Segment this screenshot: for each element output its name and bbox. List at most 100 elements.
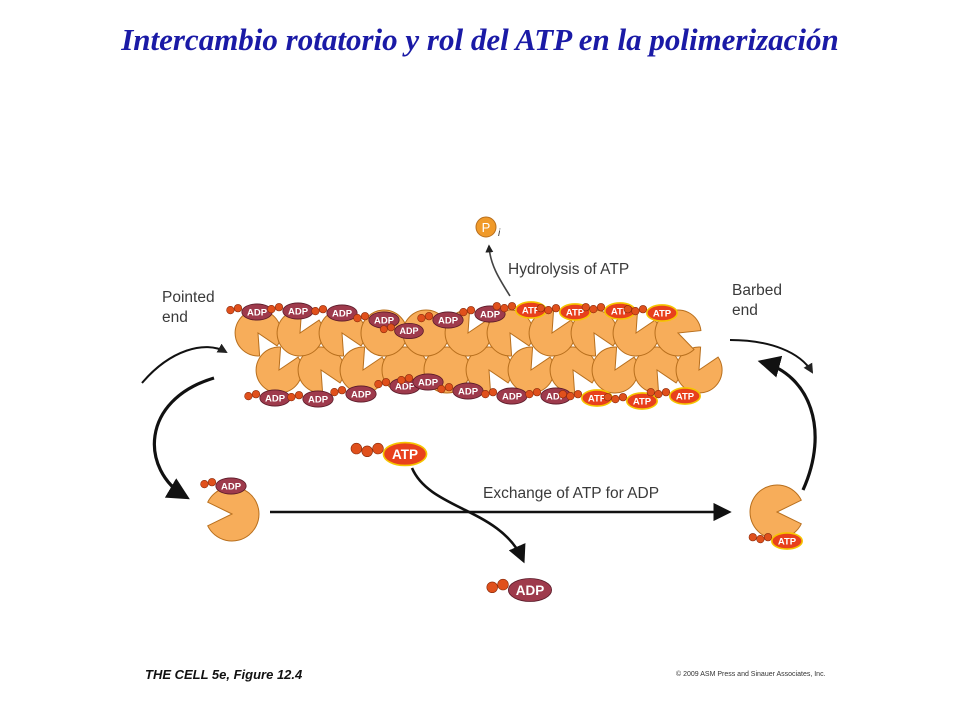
- phosphate-bead: [353, 314, 362, 323]
- atp-label: ATP: [676, 391, 695, 402]
- phosphate-bead: [361, 445, 373, 457]
- phosphate-bead: [311, 307, 320, 316]
- filament-adp-bottom: ADP: [244, 389, 291, 407]
- phosphate-bead: [481, 390, 490, 399]
- phosphate-bead: [603, 393, 612, 402]
- phosphate-bead: [756, 534, 765, 544]
- adp-label: ADP: [351, 389, 372, 400]
- phosphate-bead: [337, 386, 347, 395]
- filament-atp-top: ATP: [536, 303, 591, 321]
- phosphate-bead: [763, 533, 773, 542]
- pointed-end-label-line2: end: [162, 309, 188, 326]
- phosphate-bead: [525, 390, 534, 399]
- atp-label: ATP: [611, 306, 630, 317]
- phosphate-bead: [500, 304, 509, 313]
- atp-label: ATP: [633, 396, 652, 407]
- phosphate-bead: [466, 306, 476, 315]
- phosphate-bead: [437, 385, 446, 394]
- phosphate-bead: [566, 392, 575, 401]
- phosphate-bead: [417, 314, 426, 323]
- phosphate-bead: [274, 303, 284, 312]
- phosphate-bead: [318, 305, 328, 314]
- atp-label: ATP: [392, 447, 418, 462]
- cycle-arrows: [141, 244, 817, 564]
- hydrolysis-arrow: [485, 244, 511, 297]
- phosphate-bead: [294, 391, 304, 400]
- phosphate-bead: [748, 533, 757, 542]
- filament-adp-bottom: ADP: [287, 390, 334, 408]
- incoming-atp: ATP: [350, 441, 428, 467]
- right-loop-arrow: [757, 355, 817, 491]
- barbed-end-label-line2: end: [732, 302, 758, 319]
- adp-label: ADP: [374, 315, 395, 326]
- free-monomer-atp: [749, 484, 802, 540]
- phosphate-bead: [244, 392, 253, 401]
- filament-atp-top: ATP: [581, 302, 636, 320]
- adp-label: ADP: [288, 306, 309, 317]
- adp-label: ADP: [308, 394, 329, 405]
- filament-adp-top: ADP: [311, 304, 358, 322]
- filament-adp-bottom: ADP: [397, 373, 444, 391]
- filament-atp-top: ATP: [623, 304, 678, 322]
- atp-label: ATP: [653, 308, 672, 319]
- phosphate-bead: [251, 390, 261, 399]
- phosphate-bead: [372, 442, 384, 455]
- phosphate-bead: [387, 323, 395, 332]
- phosphate-bead: [267, 305, 276, 314]
- phosphate-bead: [459, 308, 468, 317]
- phosphate-bead: [536, 304, 545, 313]
- phosphate-bead: [233, 304, 243, 313]
- phosphate-bead: [381, 378, 391, 387]
- filament-adp-top: ADP: [379, 322, 424, 340]
- filament-atp-bottom: ATP: [558, 389, 613, 407]
- phosphate-bead: [532, 388, 542, 397]
- phosphate-bead: [488, 388, 498, 397]
- released-adp: ADP: [486, 578, 552, 602]
- phosphate-bead: [581, 303, 590, 312]
- phosphate-bead: [330, 388, 339, 397]
- atp-label: ATP: [566, 307, 585, 318]
- phosphate-bead: [200, 480, 209, 489]
- phosphate-bead: [507, 302, 517, 311]
- free-monomers: ADP ATP ATP ADP: [200, 441, 803, 602]
- adp-label: ADP: [546, 391, 567, 402]
- phosphate-bead: [374, 380, 383, 389]
- filament-adp-bottom: ADP: [437, 382, 484, 400]
- phosphate-bead: [596, 303, 606, 312]
- adp-label: ADP: [332, 308, 353, 319]
- adp-label: ADP: [438, 315, 459, 326]
- phosphate-bead: [287, 393, 296, 402]
- filament-adp-top: ADP: [353, 311, 400, 329]
- adp-label: ADP: [395, 381, 416, 392]
- filament-atp-bottom: ATP: [603, 392, 658, 410]
- adp-label: ADP: [502, 391, 523, 402]
- pi-label: P: [482, 220, 491, 235]
- free-atp-nucleotide: ATP: [748, 532, 803, 550]
- barbed-end-arrow: [729, 339, 814, 374]
- phosphate-bead: [573, 390, 583, 399]
- adp-label: ADP: [247, 307, 268, 318]
- phosphate-bead: [444, 383, 454, 392]
- phosphate-bead: [646, 388, 655, 397]
- barbed-end-label-line1: Barbed: [732, 282, 782, 299]
- free-adp-nucleotide: ADP: [200, 477, 247, 495]
- phosphate-bead: [486, 581, 498, 593]
- adp-label: ADP: [221, 481, 242, 492]
- pointed-end-release-arrow: [141, 343, 228, 384]
- phosphate-bead: [551, 304, 561, 313]
- phosphate-bead: [558, 390, 567, 399]
- phosphate-bead: [654, 390, 663, 399]
- adp-label: ADP: [480, 309, 501, 320]
- adp-label: ADP: [418, 377, 439, 388]
- atp-label: ATP: [778, 536, 797, 547]
- filament-adp-bottom: ADP: [330, 385, 377, 403]
- atp-label: ATP: [522, 305, 541, 316]
- adp-label: ADP: [265, 393, 286, 404]
- atp-to-adp-arrow: [410, 467, 526, 564]
- phosphate-bead: [492, 302, 501, 311]
- copyright-notice: © 2009 ASM Press and Sinauer Associates,…: [676, 671, 826, 678]
- figure-source: THE CELL 5e, Figure 12.4: [145, 667, 303, 682]
- actin-filament: [234, 309, 723, 394]
